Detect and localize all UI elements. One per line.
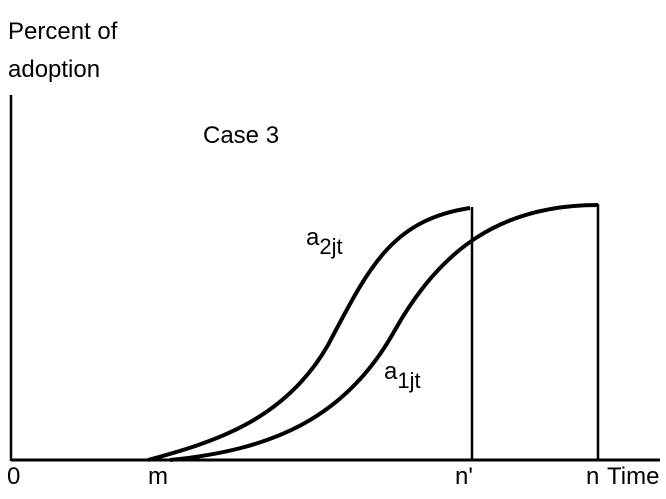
series-label-a1jt-base: a: [384, 358, 398, 385]
case-label: Case 3: [203, 122, 280, 149]
x-axis-label-time: Time: [607, 463, 660, 490]
curve-a2jt: [147, 206, 471, 462]
curve-a1jt: [169, 203, 599, 462]
x-tick-n: n: [586, 463, 600, 490]
series-label-a1jt-subscript: 1jt: [397, 368, 421, 393]
y-axis-label-line1: Percent of: [8, 18, 118, 45]
y-axis-label-line2: adoption: [8, 56, 101, 83]
x-tick-m: m: [148, 463, 168, 490]
series-label-a2jt-subscript: 2jt: [319, 234, 343, 259]
x-tick-n-prime: n': [455, 463, 473, 490]
series-label-a2jt: a2jt: [306, 224, 343, 259]
series-label-a1jt: a1jt: [384, 358, 421, 393]
x-tick-origin: 0: [7, 463, 21, 490]
series-label-a2jt-base: a: [306, 224, 320, 251]
